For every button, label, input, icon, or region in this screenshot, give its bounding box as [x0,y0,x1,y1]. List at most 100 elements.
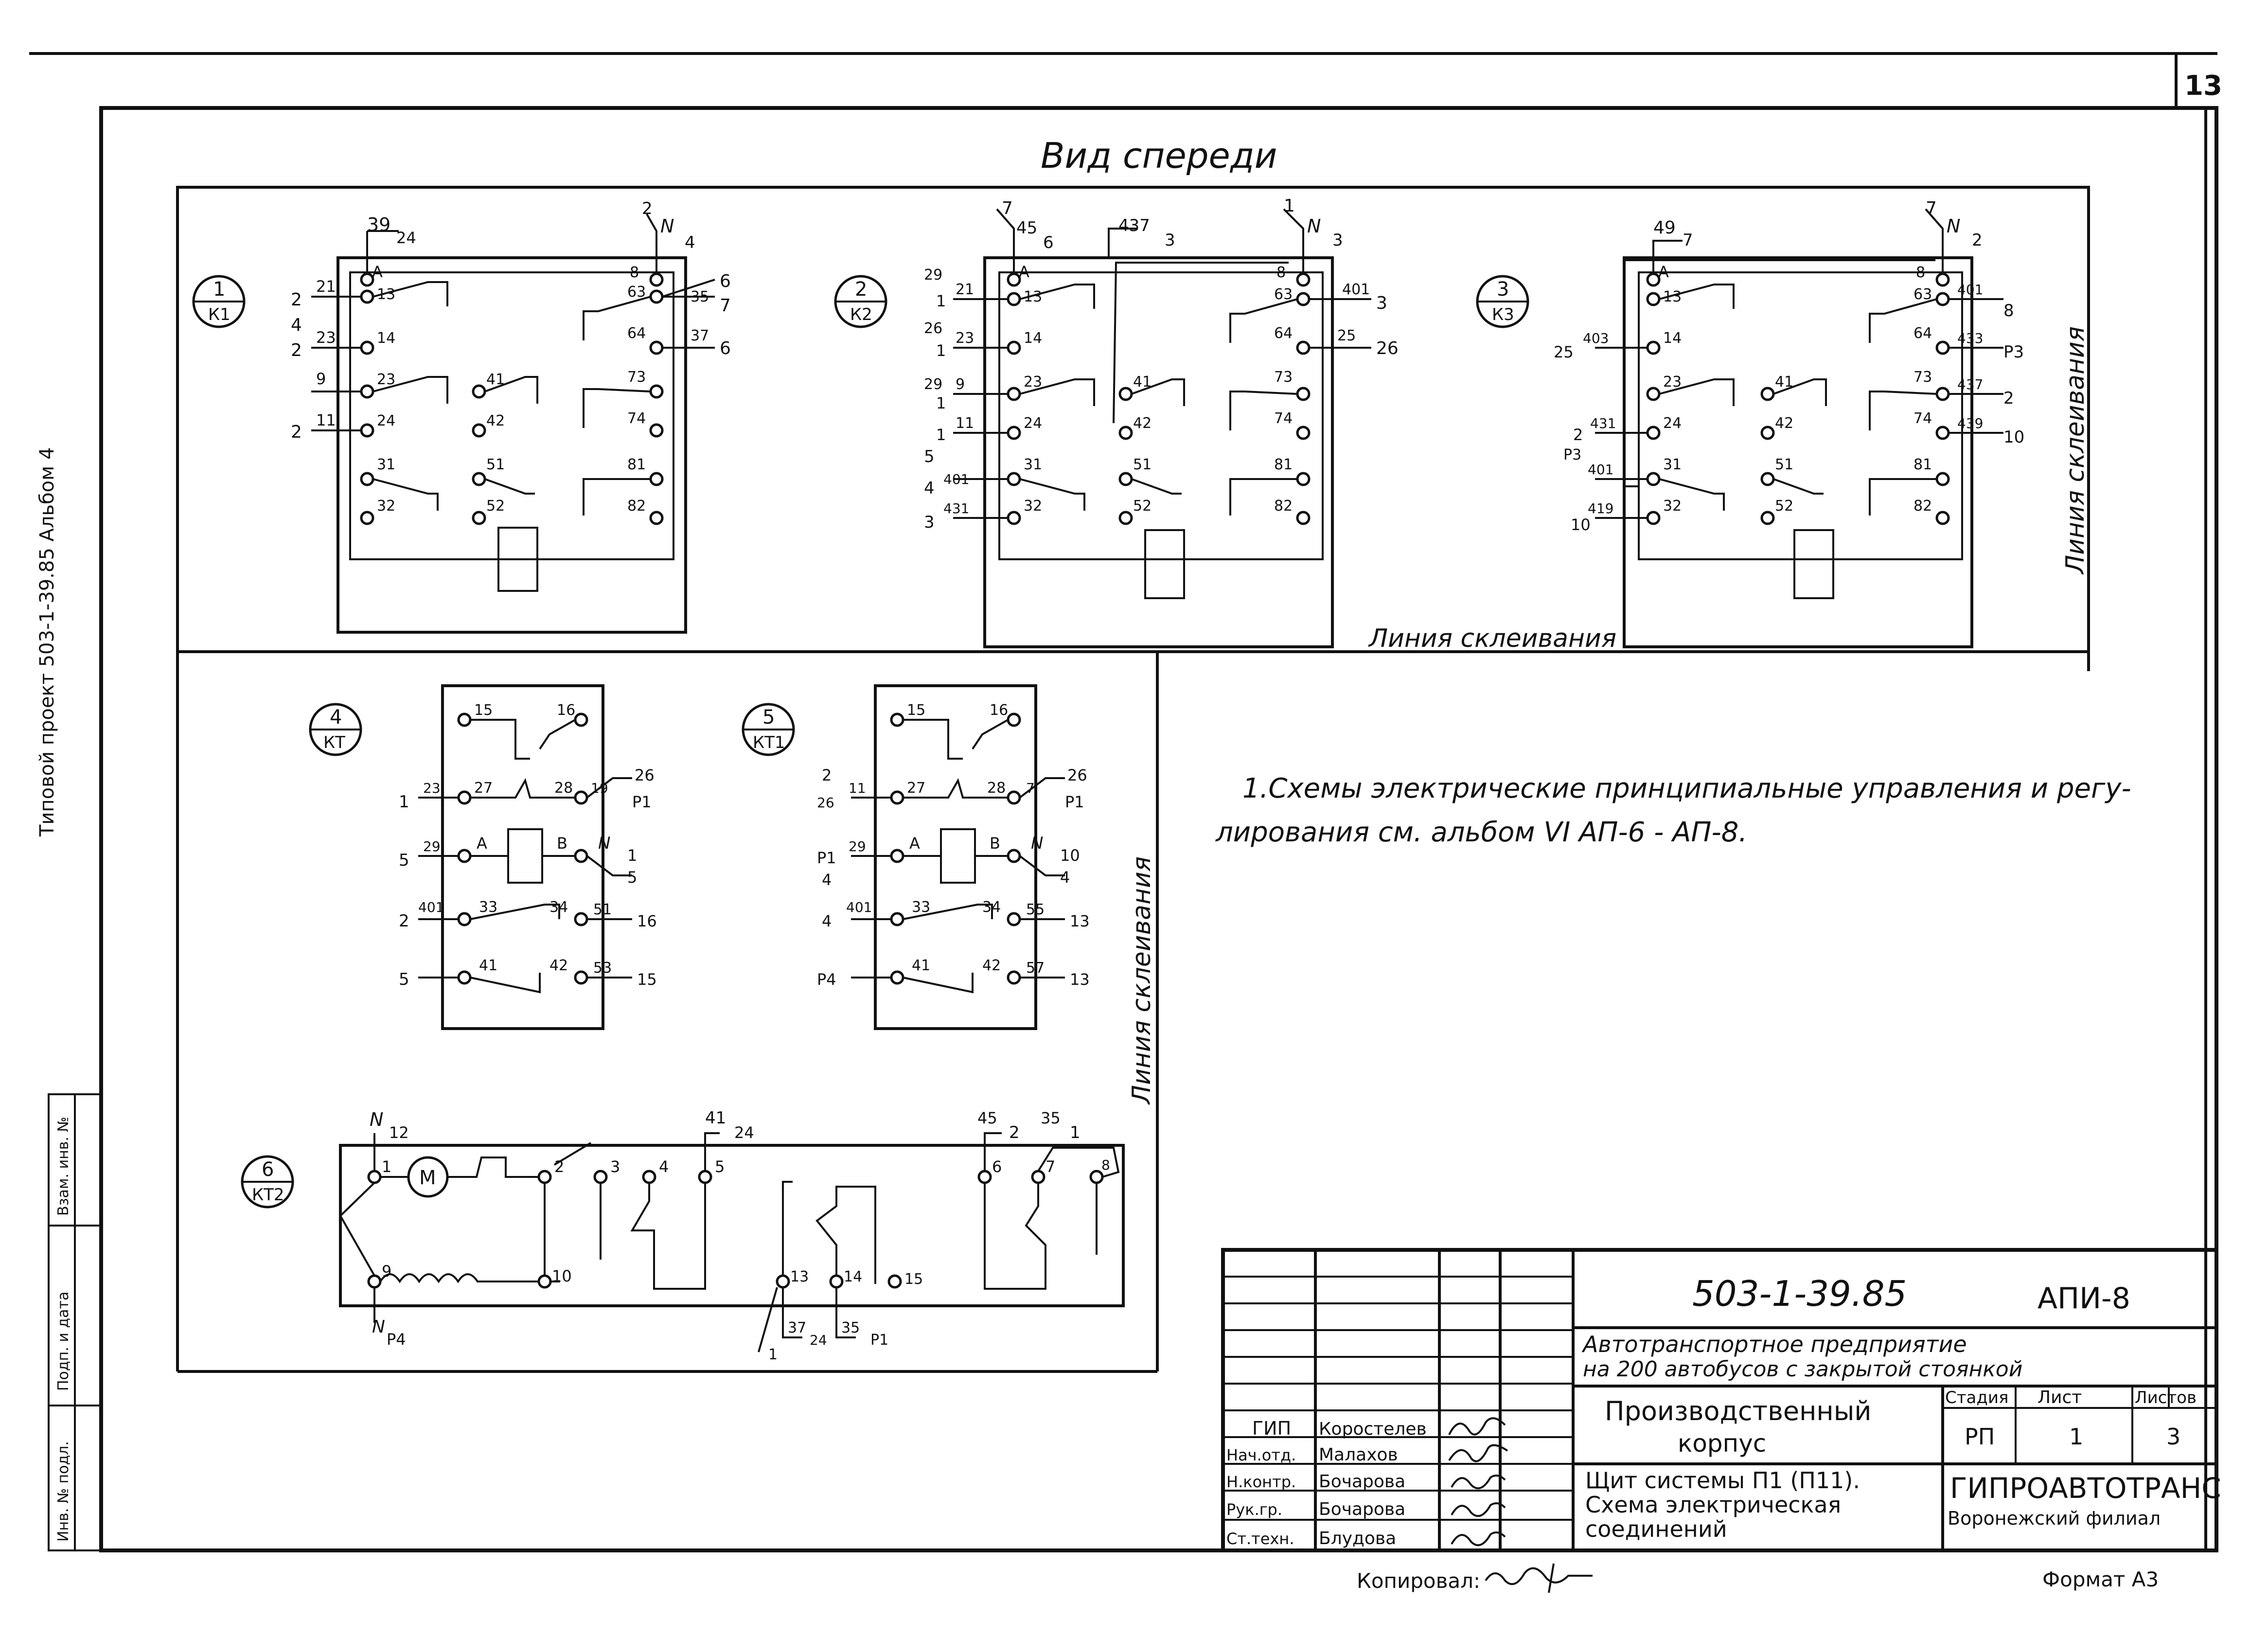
svg-text:1: 1 [627,846,637,865]
svg-text:431: 431 [943,500,969,516]
svg-text:5: 5 [715,1157,725,1176]
stamp-label-2: Подп. и дата [55,1292,72,1391]
svg-text:64: 64 [627,325,646,342]
svg-text:9: 9 [382,1262,391,1281]
svg-text:5: 5 [924,447,935,466]
svg-text:41: 41 [479,957,497,974]
relay-kt: 15 16 27 28 A B 33 34 41 42 1 23 5 29 2 … [399,684,657,1030]
svg-text:26: 26 [924,320,942,337]
svg-text:39: 39 [367,214,390,235]
svg-text:31: 31 [377,456,395,473]
svg-text:32: 32 [1663,498,1682,515]
svg-text:73: 73 [1914,369,1932,386]
sheet-number: 13 [2184,70,2222,102]
copied-by-label: Копировал: [1357,1569,1480,1593]
svg-text:31: 31 [1663,456,1682,473]
note-line-2: лирования см. альбом VI АП-6 - АП-8. [1215,817,1747,848]
relay-tag-1: 1 К1 [192,275,246,328]
svg-text:29: 29 [849,838,866,854]
svg-text:1: 1 [1070,1123,1081,1142]
svg-text:31: 31 [1024,456,1042,473]
svg-text:27: 27 [474,780,493,797]
signature-roles: ГИП Коростелев Нач.отд. Малахов Н.контр.… [1226,1418,1427,1548]
svg-text:4: 4 [822,912,832,930]
svg-text:13: 13 [1070,970,1090,989]
svg-text:2: 2 [291,340,302,360]
svg-text:24: 24 [377,412,395,429]
svg-text:63: 63 [627,284,646,301]
sheet-value: 1 [2069,1423,2083,1450]
svg-text:45: 45 [977,1109,997,1127]
svg-text:23: 23 [1024,374,1042,391]
svg-text:6: 6 [720,271,731,291]
svg-text:433: 433 [1957,330,1983,346]
format-label: Формат А3 [2042,1567,2159,1591]
svg-text:14: 14 [1663,330,1682,347]
svg-text:N: N [1947,215,1960,237]
svg-text:81: 81 [627,456,646,473]
svg-text:82: 82 [1914,498,1932,515]
svg-text:16: 16 [637,912,657,930]
relay-k2: 7 45 6 437 3 1 N 3 29 21 1 26 23 1 29 9 … [924,196,1399,648]
svg-text:25: 25 [1337,327,1356,344]
svg-text:5: 5 [399,970,409,989]
note-line-1: 1.Схемы электрические принципиальные упр… [1242,773,2131,804]
album-code: АПИ-8 [2038,1281,2130,1316]
svg-text:2: 2 [399,911,409,931]
svg-text:25: 25 [1554,343,1574,361]
svg-text:3: 3 [610,1157,620,1176]
svg-text:28: 28 [554,780,573,797]
svg-text:14: 14 [844,1268,862,1285]
svg-text:7: 7 [1683,231,1693,250]
svg-text:57: 57 [1026,960,1045,977]
svg-text:6: 6 [992,1157,1002,1176]
svg-text:P1: P1 [870,1332,888,1349]
svg-text:51: 51 [486,456,505,473]
svg-text:24: 24 [734,1123,754,1142]
svg-text:19: 19 [591,780,608,796]
svg-text:51: 51 [1133,456,1152,473]
svg-text:7: 7 [1926,198,1937,218]
svg-text:3: 3 [1497,278,1509,301]
svg-text:Ст.техн.: Ст.техн. [1226,1530,1294,1548]
svg-text:ГИП: ГИП [1252,1418,1291,1439]
svg-text:К2: К2 [850,305,872,324]
svg-text:B: B [990,834,1000,853]
svg-text:4: 4 [685,233,695,252]
svg-text:55: 55 [1026,901,1045,918]
relay-tag-4: 4 КТ [309,703,362,756]
svg-text:13: 13 [377,286,395,303]
svg-text:33: 33 [912,899,930,916]
org-branch: Воронежский филиал [1948,1508,2161,1529]
svg-text:13: 13 [1024,288,1042,305]
svg-text:73: 73 [627,369,646,386]
svg-text:26: 26 [635,766,655,784]
svg-text:4: 4 [291,315,302,335]
svg-text:403: 403 [1583,330,1609,346]
stage-value: РП [1965,1423,1995,1450]
svg-text:1: 1 [213,278,225,301]
svg-text:33: 33 [479,899,497,916]
svg-text:Нач.отд.: Нач.отд. [1226,1446,1296,1464]
svg-text:К3: К3 [1492,305,1514,324]
svg-text:2: 2 [642,199,653,218]
svg-text:10: 10 [1060,846,1080,865]
svg-text:N: N [598,834,610,853]
svg-text:23: 23 [377,371,395,388]
svg-text:10: 10 [2003,427,2024,447]
svg-text:64: 64 [1274,325,1293,342]
svg-text:4: 4 [330,706,342,729]
svg-text:42: 42 [982,957,1001,974]
svg-text:3: 3 [1376,293,1387,313]
svg-text:74: 74 [627,410,646,427]
svg-text:2: 2 [291,290,302,310]
svg-text:51: 51 [593,901,612,918]
svg-text:52: 52 [1775,498,1793,515]
svg-text:A: A [477,834,487,853]
svg-text:4: 4 [924,479,935,498]
svg-text:7: 7 [1026,780,1035,796]
svg-text:1: 1 [768,1346,778,1363]
svg-text:4: 4 [659,1157,669,1176]
relay-tag-2: 2 К2 [834,275,887,328]
svg-text:23: 23 [956,330,974,347]
